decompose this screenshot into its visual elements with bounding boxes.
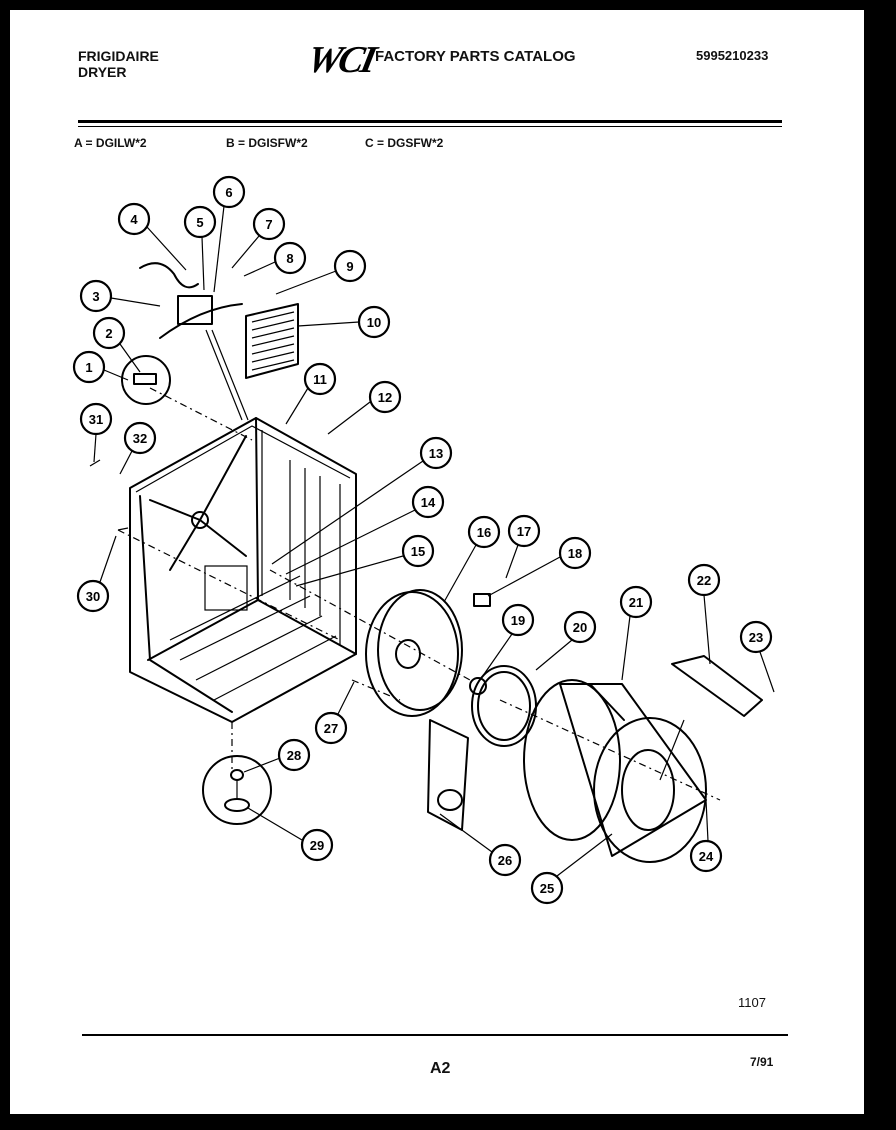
callout-28: 28 — [277, 738, 311, 772]
svg-text:14: 14 — [421, 495, 436, 510]
model-a: A = DGILW*2 — [74, 136, 147, 150]
callout-32: 32 — [123, 421, 157, 455]
catalog-page: FRIGIDAIRE DRYER WCI FACTORY PARTS CATAL… — [10, 10, 864, 1114]
catalog-title: FACTORY PARTS CATALOG — [375, 48, 576, 65]
callout-16: 16 — [467, 515, 501, 549]
svg-text:6: 6 — [225, 185, 232, 200]
callout-25: 25 — [530, 871, 564, 905]
alignment-lines — [117, 387, 721, 801]
svg-text:23: 23 — [749, 630, 763, 645]
svg-text:8: 8 — [286, 251, 293, 266]
callout-15: 15 — [401, 534, 435, 568]
svg-text:2: 2 — [105, 326, 112, 341]
svg-text:20: 20 — [573, 620, 587, 635]
svg-text:27: 27 — [324, 721, 338, 736]
callout-group: 1 2 3 4 5 6 7 8 9 10 11 12 13 14 15 16 1… — [72, 175, 773, 905]
svg-text:30: 30 — [86, 589, 100, 604]
svg-text:10: 10 — [367, 315, 381, 330]
model-c: C = DGSFW*2 — [365, 136, 444, 150]
brand-name: FRIGIDAIRE — [78, 48, 159, 64]
callout-17: 17 — [507, 514, 541, 548]
svg-text:26: 26 — [498, 853, 512, 868]
svg-text:15: 15 — [411, 544, 425, 559]
callout-30: 30 — [76, 579, 110, 613]
callout-18: 18 — [558, 536, 592, 570]
callout-13: 13 — [419, 436, 453, 470]
callout-14: 14 — [411, 485, 445, 519]
callout-11: 11 — [303, 362, 337, 396]
callout-29: 29 — [300, 828, 334, 862]
svg-text:29: 29 — [310, 838, 324, 853]
callout-2: 2 — [92, 316, 126, 350]
callout-9: 9 — [333, 249, 367, 283]
svg-text:11: 11 — [313, 372, 327, 387]
callout-12: 12 — [368, 380, 402, 414]
figure-number: 1107 — [738, 995, 766, 1010]
callout-4: 4 — [117, 202, 151, 236]
callout-20: 20 — [563, 610, 597, 644]
svg-text:25: 25 — [540, 881, 554, 896]
leader-lines — [93, 205, 775, 877]
product-type: DRYER — [78, 64, 127, 80]
svg-text:16: 16 — [477, 525, 491, 540]
svg-text:22: 22 — [697, 573, 711, 588]
callout-23: 23 — [739, 620, 773, 654]
svg-text:28: 28 — [287, 748, 301, 763]
callout-24: 24 — [689, 839, 723, 873]
svg-text:18: 18 — [568, 546, 582, 561]
callout-27: 27 — [314, 711, 348, 745]
svg-text:32: 32 — [133, 431, 147, 446]
footer-rule — [82, 1034, 788, 1036]
callout-3: 3 — [79, 279, 113, 313]
svg-text:9: 9 — [346, 259, 353, 274]
page-number: A2 — [430, 1060, 451, 1077]
control-parts — [89, 262, 299, 825]
callout-5: 5 — [183, 205, 217, 239]
svg-text:7: 7 — [265, 217, 272, 232]
callout-26: 26 — [488, 843, 522, 877]
callout-6: 6 — [212, 175, 246, 209]
model-b: B = DGISFW*2 — [226, 136, 308, 150]
svg-text:31: 31 — [89, 412, 103, 427]
callout-19: 19 — [501, 603, 535, 637]
header-rule — [78, 120, 782, 123]
callout-7: 7 — [252, 207, 286, 241]
cabinet-drawing — [129, 417, 357, 723]
callout-31: 31 — [79, 402, 113, 436]
callout-22: 22 — [687, 563, 721, 597]
drum-parts — [365, 589, 763, 863]
svg-text:24: 24 — [699, 849, 714, 864]
callout-10: 10 — [357, 305, 391, 339]
callout-1: 1 — [72, 350, 106, 384]
brand-block: FRIGIDAIRE DRYER — [78, 48, 159, 80]
svg-text:13: 13 — [429, 446, 443, 461]
svg-text:4: 4 — [130, 212, 138, 227]
svg-text:17: 17 — [517, 524, 531, 539]
svg-text:21: 21 — [629, 595, 643, 610]
svg-text:3: 3 — [92, 289, 99, 304]
catalog-number: 5995210233 — [696, 48, 769, 63]
header-rule-thin — [78, 126, 782, 127]
svg-text:1: 1 — [85, 360, 92, 375]
svg-text:5: 5 — [196, 215, 203, 230]
svg-text:12: 12 — [378, 390, 392, 405]
revision-date: 7/91 — [750, 1055, 774, 1069]
callout-8: 8 — [273, 241, 307, 275]
svg-text:19: 19 — [511, 613, 525, 628]
callout-21: 21 — [619, 585, 653, 619]
